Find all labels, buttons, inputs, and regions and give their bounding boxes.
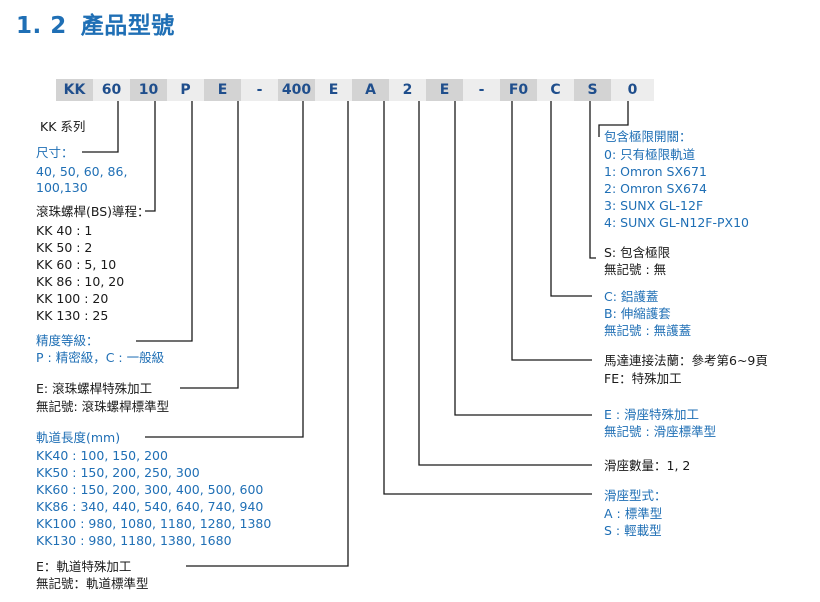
connector-length (145, 101, 304, 438)
model-code-bar: KK 60 10 P E - 400 E A 2 E - F0 C S 0 (56, 79, 654, 101)
code-seg-lead: 10 (130, 79, 167, 101)
grade-title: 精度等級： (36, 333, 99, 348)
code-seg-screw: E (204, 79, 241, 101)
code-seg-size: 60 (93, 79, 130, 101)
slider-type-s: S : 輕載型 (604, 523, 662, 538)
code-seg-slider-special: E (426, 79, 463, 101)
cover-aluminum: C: 鋁護蓋 (604, 289, 659, 304)
code-seg-dash-1: - (241, 79, 278, 101)
size-title: 尺寸： (36, 145, 74, 160)
slider-type-title: 滑座型式： (604, 488, 667, 503)
connector-motor (511, 101, 592, 361)
connector-slider-type (383, 101, 592, 495)
rail-length-row: KK50 : 150, 200, 250, 300 (36, 465, 200, 480)
limit-include: S: 包含極限 (604, 245, 671, 260)
section-heading: 1. 2 產品型號 (16, 6, 175, 40)
rail-length-title: 軌道長度(mm) (36, 430, 121, 445)
rail-length-row: KK60 : 150, 200, 300, 400, 500, 600 (36, 482, 264, 497)
slider-quantity: 滑座數量：1, 2 (604, 458, 691, 473)
cover-bellows: B: 伸縮護套 (604, 306, 671, 321)
code-seg-cover: C (537, 79, 574, 101)
rail-length-row: KK86 : 340, 440, 540, 640, 740, 940 (36, 499, 264, 514)
connector-screw (180, 101, 239, 389)
code-seg-grade: P (167, 79, 204, 101)
connector-slider-special (454, 101, 592, 416)
size-values-line-1: 40, 50, 60, 86, (36, 164, 128, 179)
lead-row: KK 50 : 2 (36, 240, 93, 255)
connector-switch (598, 101, 629, 137)
code-seg-limit: S (574, 79, 611, 101)
limit-switch-title: 包含極限開關： (604, 129, 692, 144)
lead-title: 滾珠螺桿(BS)導程： (36, 204, 150, 219)
rail-standard: 無記號：軌道標準型 (36, 576, 149, 591)
rail-length-row: KK40 : 100, 150, 200 (36, 448, 168, 463)
grade-values: P : 精密級，C : 一般級 (36, 350, 165, 365)
screw-special: E: 滾珠螺桿特殊加工 (36, 381, 153, 396)
limit-switch-row: 4: SUNX GL-N12F-PX10 (604, 215, 750, 230)
lead-row: KK 100 : 20 (36, 291, 109, 306)
connector-grade (136, 101, 193, 342)
slider-special: E : 滑座特殊加工 (604, 407, 700, 422)
series-label: KK 系列 (40, 119, 86, 134)
motor-flange-fe: FE：特殊加工 (604, 371, 682, 386)
size-values-line-2: 100,130 (36, 180, 88, 195)
rail-length-row: KK130 : 980, 1180, 1380, 1680 (36, 533, 232, 548)
limit-switch-row: 3: SUNX GL-12F (604, 198, 704, 213)
motor-flange-title: 馬達連接法蘭：參考第6~9頁 (604, 353, 768, 368)
code-seg-slider-type: A (352, 79, 389, 101)
connector-lead (145, 101, 156, 212)
limit-switch-row: 2: Omron SX674 (604, 181, 707, 196)
connector-rail (186, 101, 349, 567)
cover-none: 無記號 : 無護蓋 (604, 323, 692, 338)
lead-row: KK 130 : 25 (36, 308, 109, 323)
code-seg-slider-qty: 2 (389, 79, 426, 101)
connector-size (82, 101, 119, 153)
limit-none: 無記號 : 無 (604, 262, 667, 277)
rail-special: E：軌道特殊加工 (36, 559, 132, 574)
connector-slider-qty (418, 101, 592, 466)
lead-row: KK 86 : 10, 20 (36, 274, 125, 289)
rail-length-row: KK100 : 980, 1080, 1180, 1280, 1380 (36, 516, 272, 531)
code-seg-series: KK (56, 79, 93, 101)
code-seg-rail: E (315, 79, 352, 101)
lead-row: KK 40 : 1 (36, 223, 93, 238)
limit-switch-row: 1: Omron SX671 (604, 164, 707, 179)
screw-standard: 無記號: 滾珠螺桿標準型 (36, 399, 170, 414)
code-seg-dash-2: - (463, 79, 500, 101)
limit-switch-row: 0: 只有極限軌道 (604, 147, 696, 162)
slider-type-a: A : 標準型 (604, 506, 663, 521)
connector-cover (550, 101, 592, 297)
code-seg-switch: 0 (611, 79, 654, 101)
code-seg-length: 400 (278, 79, 315, 101)
lead-row: KK 60 : 5, 10 (36, 257, 117, 272)
section-number: 1. 2 (16, 13, 67, 39)
connector-limit (589, 101, 596, 259)
slider-standard: 無記號 : 滑座標準型 (604, 424, 717, 439)
code-seg-motor: F0 (500, 79, 537, 101)
section-title: 產品型號 (80, 13, 175, 39)
